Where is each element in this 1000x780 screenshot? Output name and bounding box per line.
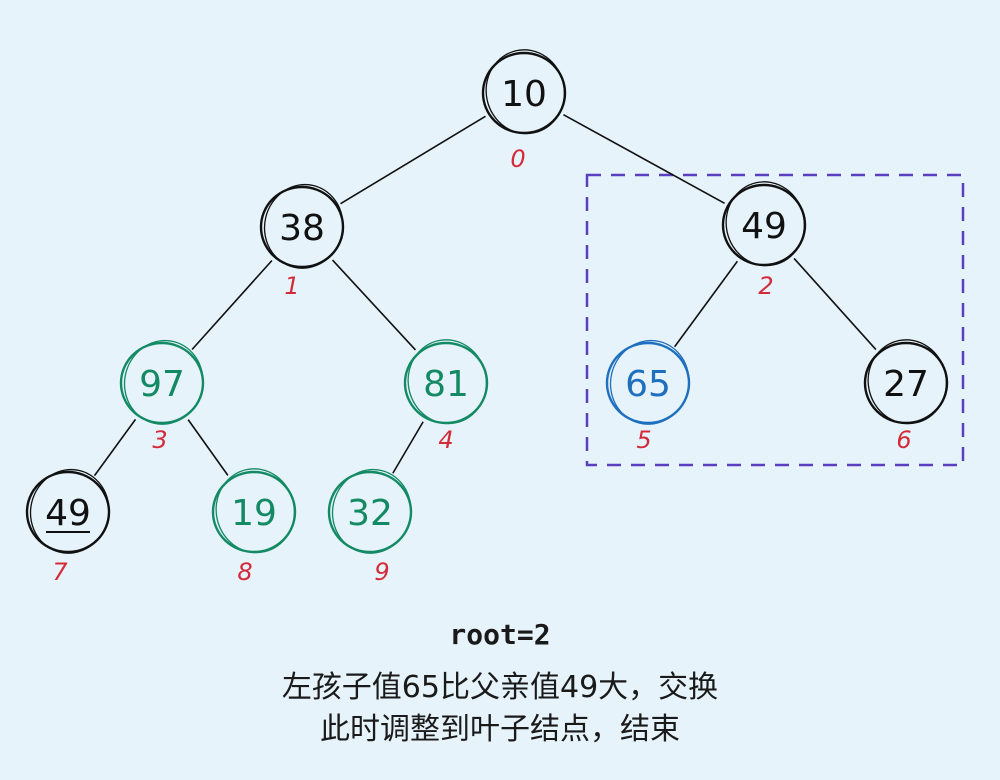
- root-label: root=2: [449, 618, 551, 651]
- node-index-label: 4: [438, 426, 453, 454]
- node-index-label: 8: [237, 558, 252, 586]
- node-value: 81: [423, 364, 469, 405]
- tree-edge: [93, 418, 137, 477]
- tree-node: 10 0: [481, 49, 567, 173]
- node-index-label: 3: [152, 426, 167, 454]
- tree-node: 27 6: [863, 339, 949, 454]
- tree-node: 49 2: [721, 181, 807, 300]
- tree-edge: [187, 419, 229, 476]
- node-value: 49: [45, 493, 91, 534]
- edges-layer: [93, 113, 877, 477]
- node-circle-sketch: [123, 339, 204, 425]
- caption-end-text: 此时调整到叶子结点，结束: [320, 712, 680, 747]
- tree-edge: [793, 257, 877, 351]
- tree-edge: [331, 259, 417, 351]
- tree-edge: [191, 259, 273, 351]
- tree-edge: [563, 113, 725, 205]
- node-circle-sketch: [331, 468, 412, 554]
- tree-edge: [392, 421, 424, 474]
- node-circle-sketch: [609, 339, 690, 425]
- tree-edge: [673, 260, 739, 348]
- node-circle-sketch: [485, 49, 566, 135]
- tree-node: 65 5: [605, 339, 691, 454]
- node-circle-sketch: [29, 468, 110, 554]
- node-circle-sketch: [215, 468, 296, 554]
- node-value: 10: [501, 74, 547, 115]
- node-value: 19: [231, 493, 277, 534]
- node-circle-sketch: [867, 339, 948, 425]
- node-value: 49: [741, 206, 787, 247]
- tree-node: 81 4: [403, 339, 489, 454]
- tree-node: 38 1: [259, 183, 345, 300]
- node-value: 97: [139, 364, 185, 405]
- tree-edge: [340, 115, 486, 205]
- node-circle-sketch: [263, 183, 344, 269]
- highlight-subtree-box: [585, 173, 965, 467]
- node-circle-sketch: [725, 181, 806, 267]
- tree-node: 97 3: [119, 339, 205, 454]
- node-index-label: 6: [896, 426, 911, 454]
- node-index-label: 7: [52, 558, 68, 586]
- node-value: 65: [625, 364, 671, 405]
- node-index-label: 1: [284, 272, 299, 300]
- node-index-label: 5: [636, 426, 651, 454]
- node-index-label: 9: [374, 558, 389, 586]
- tree-node: 49 7: [25, 468, 111, 586]
- node-value: 38: [279, 208, 325, 249]
- node-index-label: 0: [510, 145, 525, 173]
- node-value: 27: [883, 364, 929, 405]
- caption-swap-text: 左孩子值65比父亲值49大，交换: [281, 670, 719, 705]
- node-circle-sketch: [407, 339, 488, 425]
- tree-node: 19 8: [211, 468, 297, 586]
- node-value: 32: [347, 493, 393, 534]
- node-index-label: 2: [758, 272, 773, 300]
- tree-node: 32 9: [327, 468, 413, 586]
